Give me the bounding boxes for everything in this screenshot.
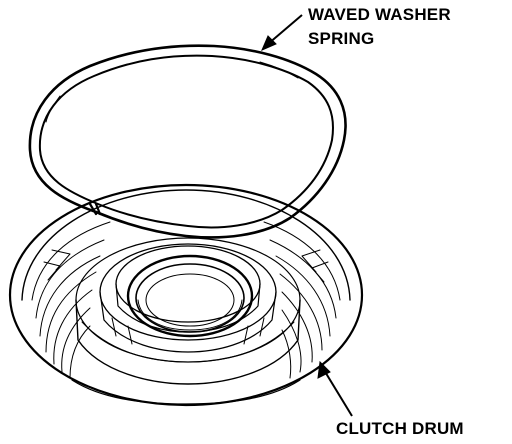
drum-hub — [75, 237, 301, 385]
waved-washer-label-line2: SPRING — [308, 29, 375, 48]
drum-hub-bore — [126, 254, 254, 338]
leader-arrow-drum — [317, 360, 353, 417]
waved-washer-label-line1: WAVED WASHER — [308, 5, 451, 24]
clutch-drum — [8, 183, 364, 407]
washer-split-gap — [88, 202, 102, 216]
washer-inner-edge — [38, 54, 334, 229]
leader-arrow-washer — [261, 14, 303, 51]
drum-wall-shading-left — [31, 221, 111, 379]
drum-wall-shading-right — [263, 221, 341, 379]
waved-washer-spring — [28, 44, 347, 239]
drum-inner-rim — [21, 189, 351, 301]
drum-floor-ring — [71, 379, 301, 405]
clutch-drum-label: CLUTCH DRUM — [336, 419, 464, 438]
washer-outer-edge — [28, 44, 347, 239]
drum-outer-rim — [8, 183, 364, 407]
